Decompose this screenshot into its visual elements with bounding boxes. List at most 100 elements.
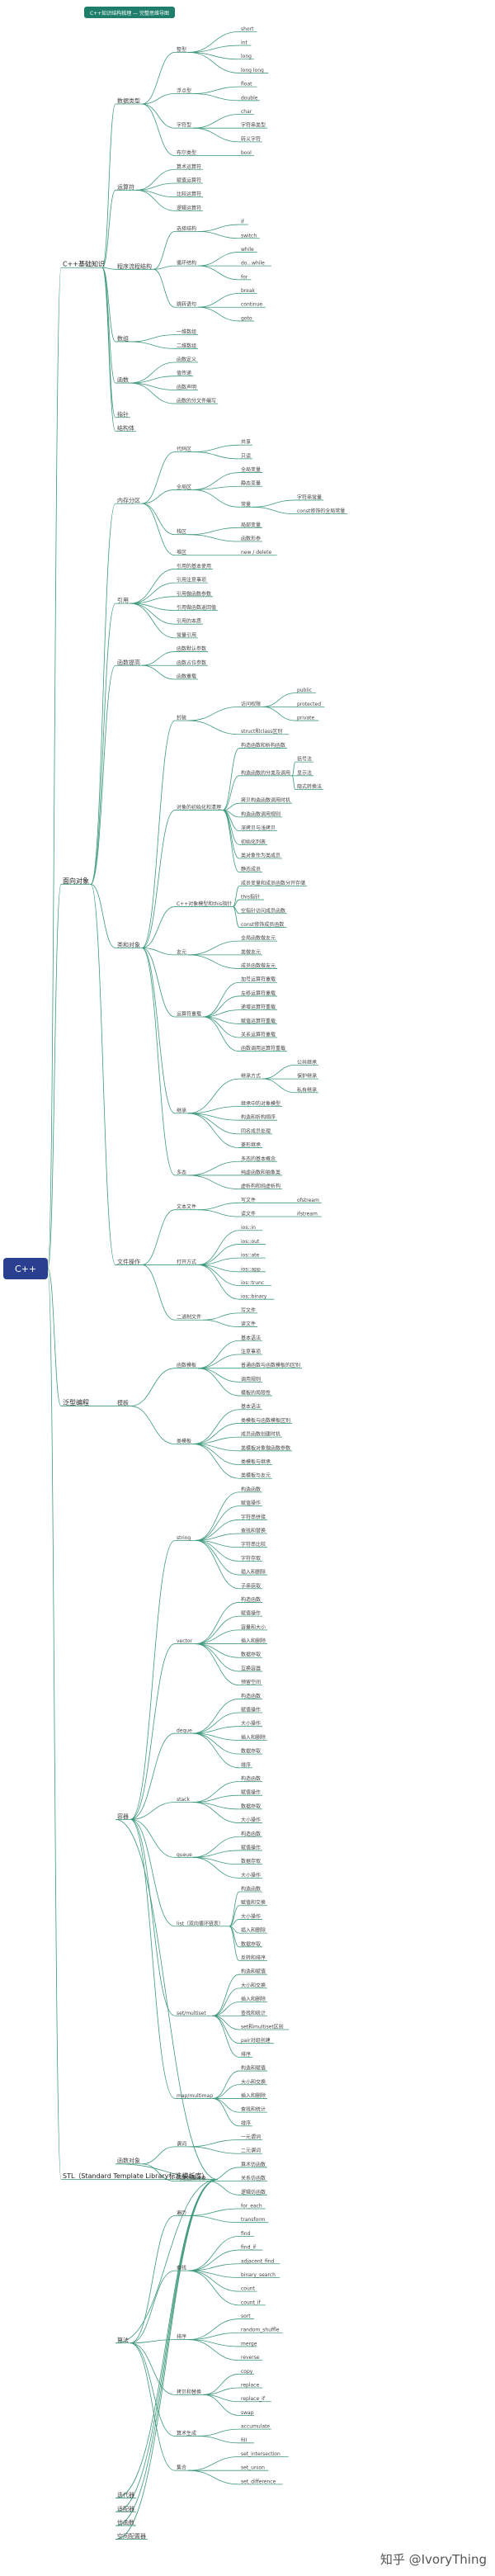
topic-node[interactable]: 空指针访问成员函数 [241, 907, 285, 914]
topic-node[interactable]: 二进制文件 [177, 1314, 201, 1321]
topic-node[interactable]: sort [241, 2314, 251, 2319]
topic-node[interactable]: new / delete [241, 550, 271, 555]
topic-node[interactable]: 构造和赋值 [241, 1969, 266, 1975]
topic-node[interactable]: binary_search [241, 2272, 276, 2278]
topic-node[interactable]: 数据存取 [241, 1652, 261, 1658]
topic-node[interactable]: set_difference [241, 2479, 276, 2484]
topic-node[interactable]: 栈区 [177, 528, 186, 535]
topic-node[interactable]: continue [241, 302, 262, 308]
topic-node[interactable]: float [241, 82, 252, 87]
topic-node[interactable]: 值传递 [177, 370, 191, 376]
topic-node[interactable]: 函数形参 [241, 536, 261, 542]
topic-node[interactable]: 算术仿函数 [241, 2161, 266, 2167]
topic-node[interactable]: ios::app [241, 1266, 261, 1272]
topic-node[interactable]: 静态成员 [241, 866, 261, 872]
topic-node[interactable]: 友元 [177, 948, 186, 955]
topic-node[interactable]: 函数声明 [177, 384, 196, 390]
topic-node[interactable]: 容器 [117, 1813, 129, 1820]
topic-node[interactable]: 常量引用 [177, 631, 196, 638]
topic-node[interactable]: ios::in [241, 1225, 256, 1231]
topic-node[interactable]: 多态的基本概念 [241, 1156, 276, 1162]
topic-node[interactable]: 类模板与友元 [241, 1472, 271, 1479]
topic-node[interactable]: 引用的基本使用 [177, 563, 211, 570]
topic-node[interactable]: 菱形继承 [241, 1141, 261, 1148]
topic-node[interactable]: 反转和排序 [241, 1954, 266, 1961]
branch-node[interactable]: 泛型编程 [63, 1398, 89, 1406]
topic-node[interactable]: 算术运算符 [177, 163, 201, 170]
topic-node[interactable]: 排序 [241, 1761, 251, 1768]
branch-node[interactable]: STL（Standard Template Library标准模板库） [63, 2172, 208, 2180]
topic-node[interactable]: 浮点型 [177, 87, 191, 94]
topic-node[interactable]: 继承方式 [241, 1073, 261, 1080]
topic-node[interactable]: 类做友元 [241, 948, 261, 955]
topic-node[interactable]: 大小和交换 [241, 2078, 266, 2085]
topic-node[interactable]: double [241, 95, 258, 101]
topic-node[interactable]: 成员函数创建时机 [241, 1431, 280, 1438]
topic-node[interactable]: break [241, 288, 256, 294]
topic-node[interactable]: 赋值运算符重载 [241, 1018, 276, 1024]
topic-node[interactable]: ios::ate [241, 1253, 260, 1259]
topic-node[interactable]: reverse [241, 2355, 260, 2361]
topic-node[interactable]: 一元谓词 [241, 2134, 261, 2140]
topic-node[interactable]: 字符串拼接 [241, 1514, 266, 1520]
topic-node[interactable]: 函数重载 [177, 673, 196, 679]
topic-node[interactable]: vector [177, 1638, 193, 1644]
topic-node[interactable]: 二维数组 [177, 343, 196, 349]
topic-node[interactable]: 算术生成 [177, 2430, 196, 2437]
topic-node[interactable]: const修饰成员函数 [241, 921, 284, 928]
topic-node[interactable]: 排序 [241, 2051, 251, 2058]
topic-node[interactable]: 保护继承 [297, 1073, 317, 1080]
topic-node[interactable]: find_if [241, 2245, 257, 2251]
topic-node[interactable]: list（双向循环链表） [177, 1920, 224, 1926]
topic-node[interactable]: 遍历 [177, 2210, 186, 2216]
topic-node[interactable]: 封装 [177, 715, 186, 721]
topic-node[interactable]: 指针 [117, 410, 129, 418]
topic-node[interactable]: queue [177, 1852, 192, 1858]
topic-node[interactable]: 引用做函数返回值 [177, 604, 216, 611]
topic-node[interactable]: 适配器 [117, 2505, 134, 2512]
topic-node[interactable]: 显示法 [297, 769, 312, 776]
topic-node[interactable]: set和multiset区别 [241, 2023, 284, 2030]
topic-node[interactable]: swap [241, 2410, 254, 2416]
topic-node[interactable]: while [241, 247, 254, 253]
topic-node[interactable]: 函数的分文件编写 [177, 398, 216, 404]
topic-node[interactable]: 构造函数 [241, 1775, 261, 1782]
topic-node[interactable]: 大小操作 [241, 1913, 261, 1920]
topic-node[interactable]: 互换容器 [241, 1665, 261, 1671]
topic-node[interactable]: 字符存取 [241, 1555, 261, 1562]
topic-node[interactable]: 模板 [117, 1399, 129, 1406]
topic-node[interactable]: 普通函数与函数模板的区别 [241, 1362, 300, 1368]
topic-node[interactable]: 构造函数的分类及调用 [241, 769, 290, 776]
topic-node[interactable]: for [241, 274, 248, 280]
topic-node[interactable]: 引用做函数参数 [177, 590, 211, 597]
topic-node[interactable]: const修饰的全局常量 [297, 508, 345, 514]
topic-node[interactable]: 代码区 [177, 446, 191, 452]
topic-node[interactable]: 插入和删除 [241, 1927, 266, 1934]
topic-node[interactable]: transform [241, 2217, 266, 2223]
topic-node[interactable]: 数据存取 [241, 1748, 261, 1755]
topic-node[interactable]: set_intersection [241, 2451, 280, 2457]
topic-node[interactable]: 括号法 [297, 756, 312, 763]
topic-node[interactable]: do...while [241, 261, 265, 267]
topic-node[interactable]: 读文件 [241, 1211, 256, 1217]
topic-node[interactable]: 查找和统计 [241, 2106, 266, 2113]
topic-node[interactable]: fill [241, 2437, 247, 2443]
topic-node[interactable]: 成员变量和成员函数分开存储 [241, 880, 305, 886]
topic-node[interactable]: ios::out [241, 1239, 260, 1245]
topic-node[interactable]: 构造函数 [241, 1596, 261, 1603]
topic-node[interactable]: 程序流程结构 [117, 262, 152, 270]
topic-node[interactable]: 数组 [117, 334, 129, 342]
topic-node[interactable]: 对象的初始化和清理 [177, 804, 221, 811]
topic-node[interactable]: 谓词 [177, 2140, 186, 2147]
topic-node[interactable]: stack [177, 1797, 190, 1803]
topic-node[interactable]: 大小操作 [241, 1817, 261, 1823]
topic-node[interactable]: 左移运算符重载 [241, 990, 276, 996]
topic-node[interactable]: 类对象作为类成员 [241, 852, 280, 858]
topic-node[interactable]: string [177, 1535, 191, 1541]
topic-node[interactable]: 注意事项 [241, 1348, 261, 1354]
topic-node[interactable]: 预留空间 [241, 1679, 261, 1685]
topic-node[interactable]: 二元谓词 [241, 2148, 261, 2154]
topic-node[interactable]: 运算符 [117, 183, 134, 191]
topic-node[interactable]: 全局函数做友元 [241, 935, 276, 942]
topic-node[interactable]: 继承中的对象模型 [241, 1100, 280, 1107]
